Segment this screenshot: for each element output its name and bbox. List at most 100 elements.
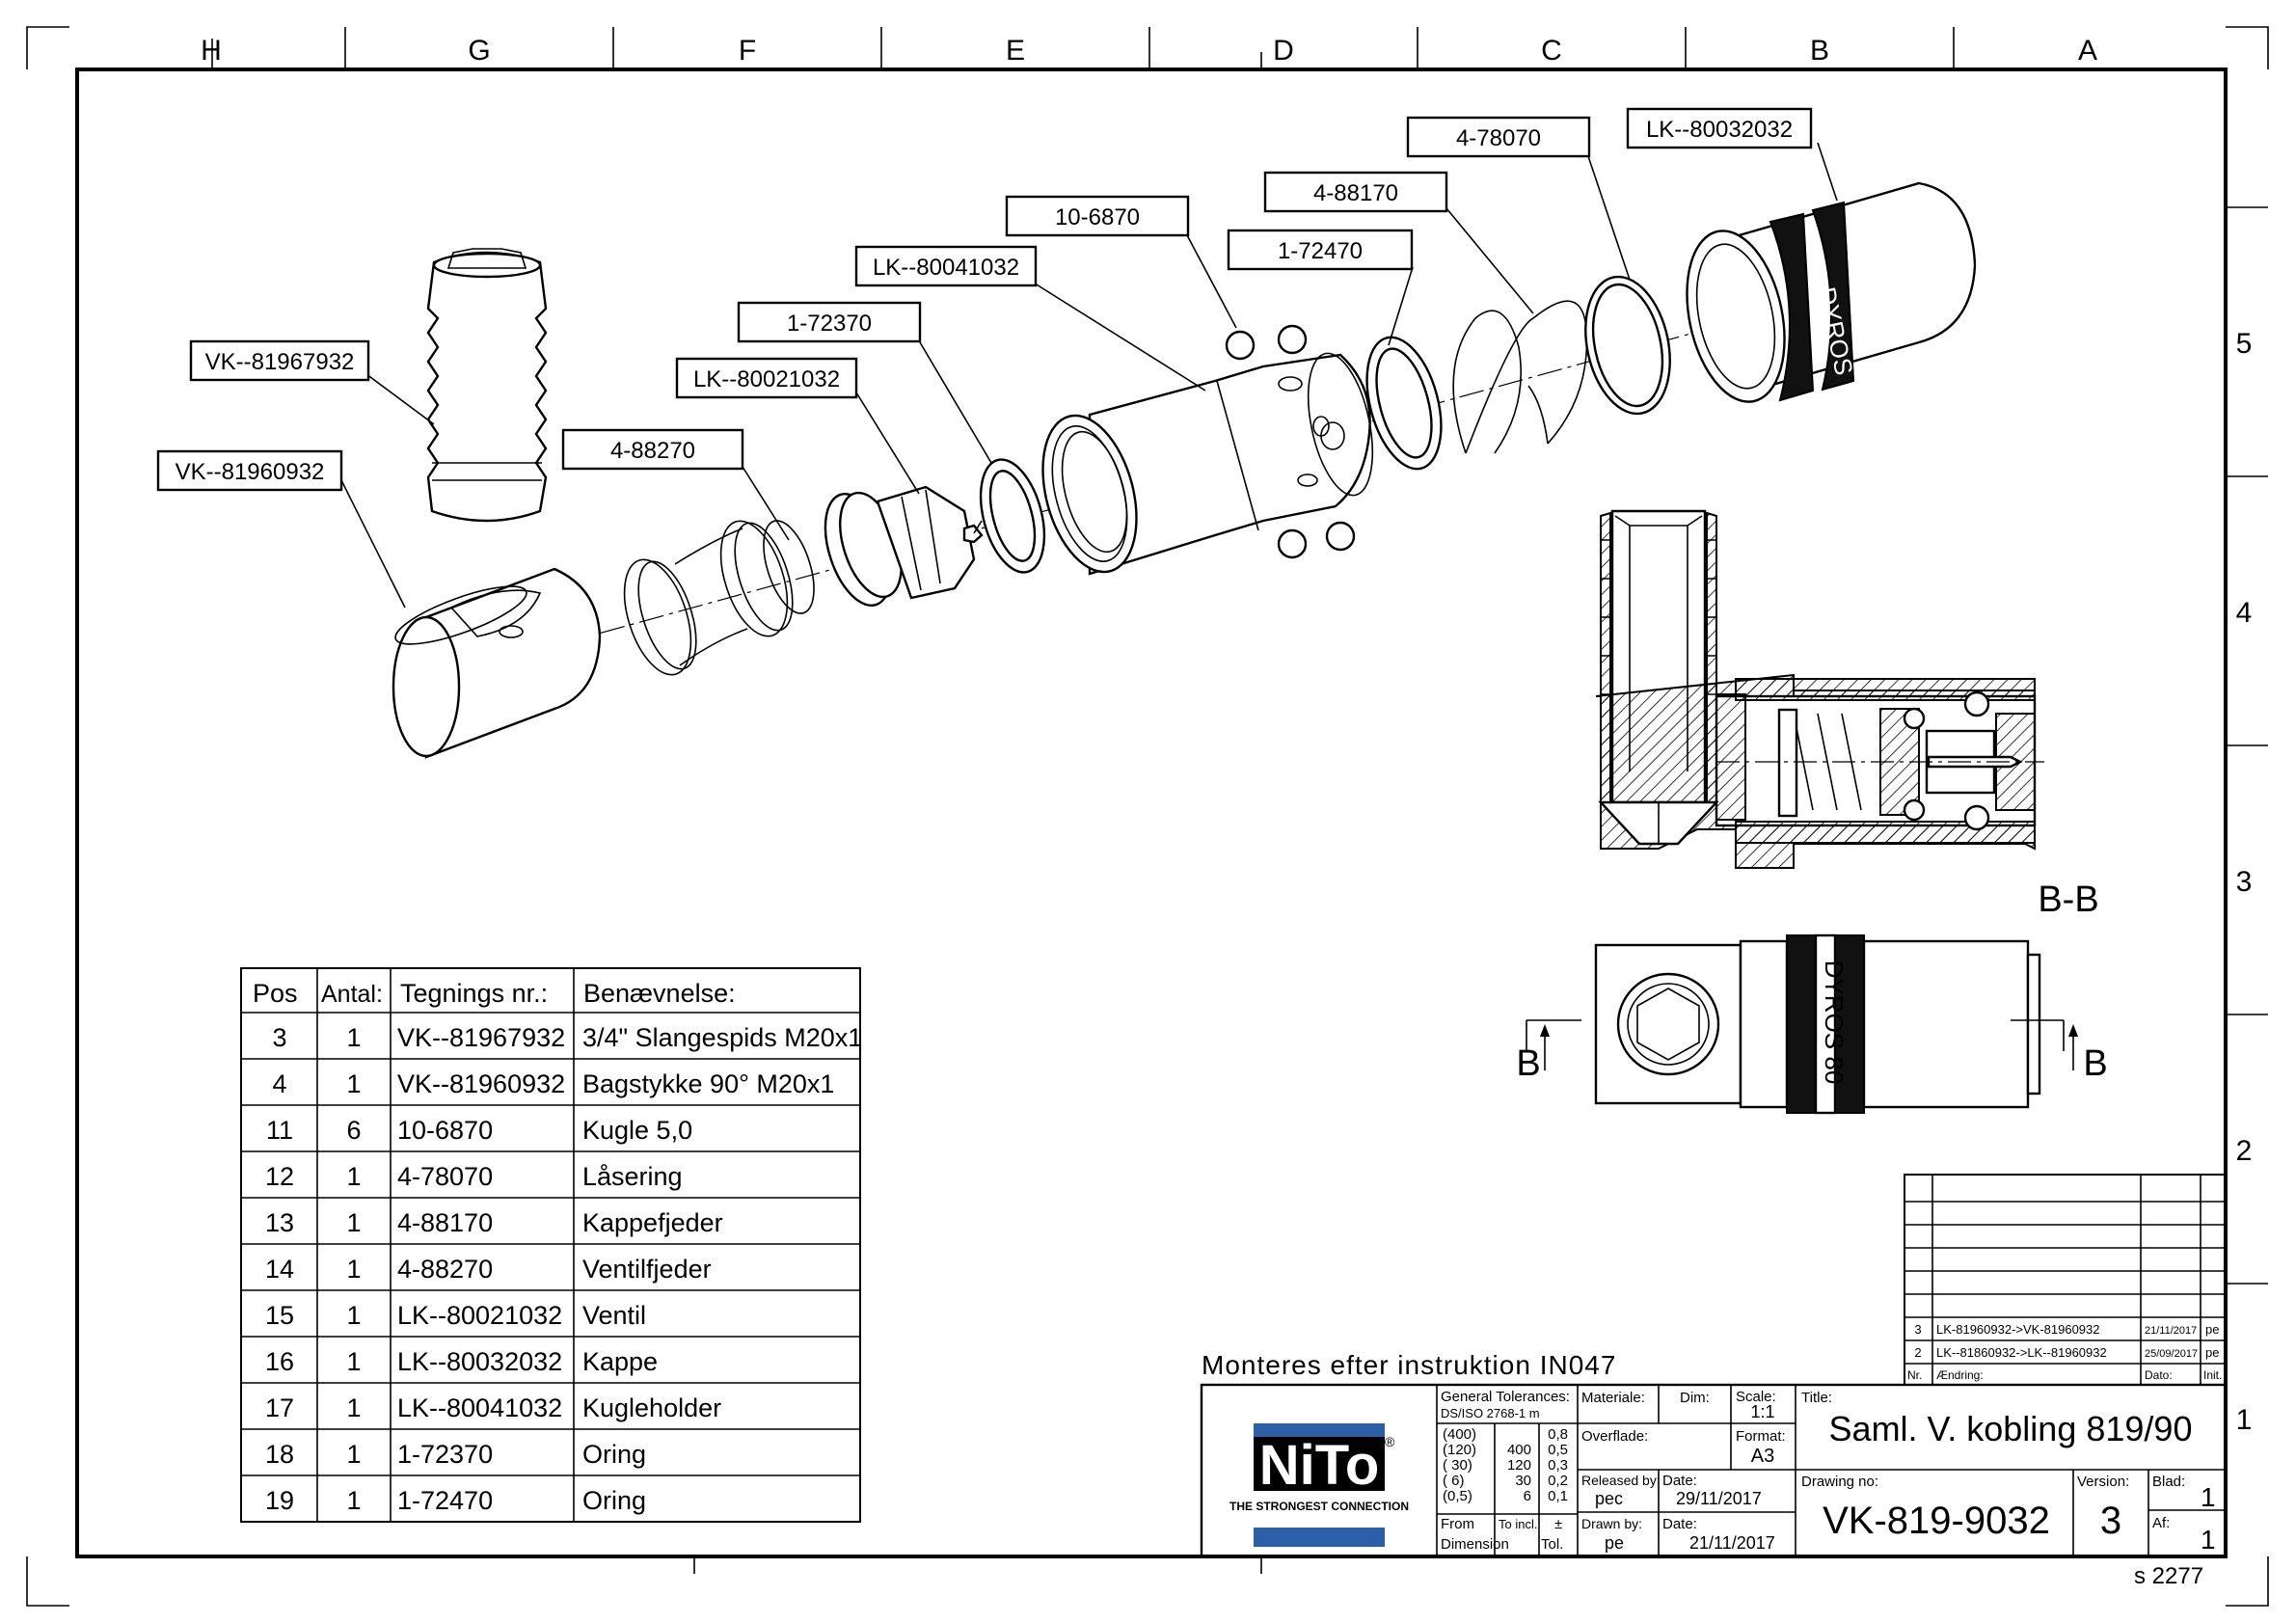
callout-lk80032032: LK--80032032 <box>1626 107 1813 149</box>
drawing-number: VK-819-9032 <box>1823 1500 2050 1542</box>
parts-cell: Kappe <box>582 1347 658 1376</box>
sheet-code: s 2277 <box>2134 1563 2203 1589</box>
revision-cell: 21/11/2017 <box>2145 1325 2197 1337</box>
logo-slogan: THE STRONGEST CONNECTION <box>1229 1500 1409 1513</box>
parts-cell: 4-88270 <box>397 1255 493 1284</box>
zone-label-5: 5 <box>2236 328 2253 360</box>
valve-spring-part <box>623 520 815 676</box>
sheet-label: Blad: <box>2152 1474 2185 1490</box>
drawing-title: Saml. V. kobling 819/90 <box>1829 1409 2193 1448</box>
parts-cell: 3/4" Slangespids M20x1 <box>582 1023 862 1052</box>
callout-lk80041032: LK--80041032 <box>854 245 1038 287</box>
from-label: From <box>1441 1516 1474 1532</box>
tol-cell: (400) <box>1443 1426 1476 1443</box>
released-by-label: Released by: <box>1581 1473 1661 1488</box>
released-by-value: pec <box>1595 1489 1623 1508</box>
drawing-frame <box>26 26 2269 1607</box>
parts-cell: 4 <box>272 1069 286 1098</box>
callout-label: 4-78070 <box>1456 125 1541 151</box>
tol-cell: 400 <box>1507 1442 1531 1458</box>
parts-cell: 14 <box>265 1255 294 1284</box>
callout-4-88270: 4-88270 <box>561 428 744 471</box>
parts-cell: 1 <box>346 1440 361 1469</box>
sleeve-part: DYROS <box>1686 181 1977 403</box>
drawn-by-label: Drawn by: <box>1581 1516 1642 1531</box>
parts-list: Pos Antal: Tegnings nr.: Benævnelse: 3 1… <box>240 967 862 1523</box>
parts-cell: 4-78070 <box>397 1162 493 1191</box>
zone-label-1: 1 <box>2236 1404 2253 1436</box>
to-incl-label: To incl. <box>1499 1517 1537 1531</box>
logo-registered-mark: ® <box>1385 1434 1395 1449</box>
revision-table: 3 LK-81960932->VK-81960932 21/11/2017 pe… <box>1904 1174 2227 1386</box>
parts-cell: 13 <box>265 1208 294 1237</box>
callout-label: LK--80041032 <box>873 255 1019 281</box>
zone-label-c: C <box>1541 35 1562 67</box>
parts-cell: VK--81967932 <box>397 1023 565 1052</box>
hose-nipple-part <box>426 248 548 523</box>
version-label: Version: <box>2077 1474 2129 1490</box>
drawn-date-label: Date: <box>1662 1516 1697 1532</box>
general-tolerances-label: General Tolerances: <box>1441 1389 1570 1405</box>
exploded-view: DYROS <box>392 181 1977 759</box>
parts-cell: 10-6870 <box>397 1116 493 1145</box>
tol-cell: 0,3 <box>1548 1457 1568 1474</box>
surface-label: Overflade: <box>1581 1428 1648 1445</box>
callout-label: 4-88270 <box>610 438 695 464</box>
sleeve-spring-part <box>1452 300 1588 454</box>
tol-cell: 30 <box>1515 1473 1531 1489</box>
material-label: Materiale: <box>1581 1390 1645 1406</box>
plus-minus-label: ± <box>1554 1516 1562 1532</box>
parts-cell: 1-72370 <box>397 1440 493 1469</box>
tol-cell: (0,5) <box>1443 1488 1472 1504</box>
revision-header-date: Dato: <box>2145 1368 2173 1382</box>
logo-text: NiTo <box>1259 1434 1380 1497</box>
revision-cell: pe <box>2205 1345 2219 1360</box>
tol-cell: 6 <box>1524 1488 1531 1504</box>
cut-label-left: B <box>1516 1043 1540 1084</box>
revision-cell: LK--81860932->LK--81960932 <box>1936 1345 2107 1360</box>
callout-vk81960932: VK--81960932 <box>156 449 343 492</box>
parts-cell: LK--80021032 <box>397 1301 562 1330</box>
parts-cell: Kappefjeder <box>582 1208 723 1237</box>
parts-cell: 1-72470 <box>397 1486 493 1515</box>
parts-rows: 3 1 VK--81967932 3/4" Slangespids M20x1 … <box>265 1023 862 1515</box>
tol-cell: (120) <box>1443 1442 1476 1458</box>
tol-label: Tol. <box>1541 1536 1563 1553</box>
parts-header-qty: Antal: <box>321 981 383 1008</box>
parts-cell: 4-88170 <box>397 1208 493 1237</box>
callout-label: 10-6870 <box>1055 204 1140 230</box>
engraving-text: DYROS 80 <box>1820 960 1849 1085</box>
revision-header-change: Ændring: <box>1936 1368 1984 1382</box>
callout-lk80021032: LK--80021032 <box>675 357 858 399</box>
revision-cell: LK-81960932->VK-81960932 <box>1936 1322 2100 1337</box>
released-date-label: Date: <box>1662 1473 1697 1489</box>
dim-label: Dim: <box>1680 1390 1710 1406</box>
callout-1-72470: 1-72470 <box>1227 229 1414 271</box>
of-value: 1 <box>2201 1525 2216 1555</box>
tol-cell: 0,8 <box>1548 1426 1568 1443</box>
parts-cell: 1 <box>346 1255 361 1284</box>
zone-label-3: 3 <box>2236 866 2253 898</box>
parts-cell: 1 <box>346 1347 361 1376</box>
callout-label: 1-72370 <box>787 311 872 337</box>
section-view-b-b: B-B <box>1595 509 2099 920</box>
o-ring-1-72370-part <box>979 458 1046 574</box>
parts-cell: Bagstykke 90° M20x1 <box>582 1069 834 1098</box>
parts-cell: 11 <box>266 1116 293 1145</box>
callout-label: LK--80032032 <box>1646 117 1793 143</box>
elbow-body-part <box>392 567 602 759</box>
parts-cell: 19 <box>265 1486 294 1515</box>
parts-cell: LK--80041032 <box>397 1393 562 1422</box>
tol-cell: 120 <box>1507 1457 1531 1474</box>
callouts: VK--81967932 VK--81960932 4-88270 LK--80… <box>156 107 1838 609</box>
section-title: B-B <box>2038 879 2098 920</box>
zone-row-labels: 5 4 3 2 1 <box>2236 328 2253 1436</box>
title-block: NiTo ® THE STRONGEST CONNECTION General … <box>1200 1383 2228 1558</box>
callout-4-88170: 4-88170 <box>1263 171 1448 213</box>
parts-cell: Oring <box>582 1440 646 1469</box>
parts-cell: 1 <box>346 1208 361 1237</box>
zone-label-b: B <box>1810 35 1829 67</box>
zone-label-a: A <box>2078 35 2097 67</box>
revision-cell: 25/09/2017 <box>2145 1348 2198 1360</box>
tol-cell: ( 30) <box>1443 1457 1472 1474</box>
